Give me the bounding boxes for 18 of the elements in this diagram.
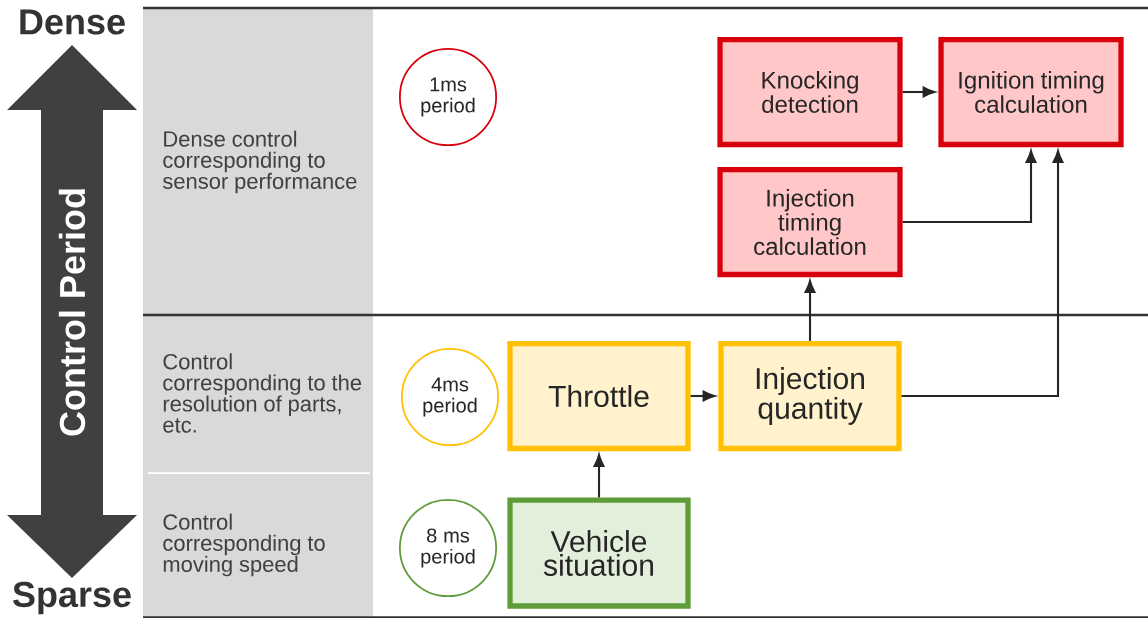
process-box: Vehicle situation	[507, 497, 691, 609]
axis-label: Control Period	[58, 189, 86, 436]
process-box: Injection timing calculation	[717, 166, 903, 278]
arrow	[593, 454, 605, 498]
scale-label: Dense	[20, 9, 125, 35]
process-box: Throttle	[507, 340, 691, 452]
arrow	[690, 390, 716, 402]
process-box: Ignition timing calculation	[938, 36, 1124, 148]
process-box: Knocking detection	[717, 36, 903, 148]
band-description: Control corresponding to moving speed	[163, 513, 325, 577]
band-description: Control corresponding to the resolution of parts, etc.	[163, 353, 362, 433]
arrow	[804, 280, 816, 341]
arrow	[901, 150, 1064, 398]
arrow	[902, 150, 1037, 224]
process-box: Injection quantity	[718, 340, 902, 452]
band-description: Dense control corresponding to sensor performance	[162, 130, 357, 194]
scale-label: Sparse	[13, 581, 131, 615]
arrow	[902, 86, 936, 98]
